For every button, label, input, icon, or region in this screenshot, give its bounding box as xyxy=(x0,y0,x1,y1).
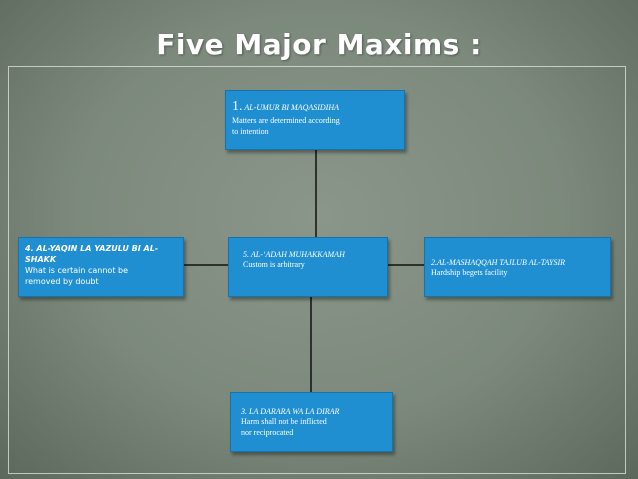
maxim-box-4: 4. AL-YAQIN LA YAZULU BI AL- SHAKK What … xyxy=(18,237,184,297)
maxim-2-heading: 2.AL-MASHAQQAH TAJLUB AL-TAYSIR xyxy=(431,258,565,267)
maxim-4-meaning-line1: What is certain cannot be xyxy=(25,266,128,275)
maxim-3-heading: 3. LA DARARA WA LA DIRAR xyxy=(241,407,340,416)
maxim-4-heading-line1: 4. AL-YAQIN LA YAZULU BI AL- xyxy=(25,244,159,253)
maxim-3-meaning-line2: nor reciprocated xyxy=(241,428,294,437)
maxim-5-heading: 5. AL-‘ADAH MUHAKKAMAH xyxy=(243,250,345,259)
maxim-box-2: 2.AL-MASHAQQAH TAJLUB AL-TAYSIR Hardship… xyxy=(424,237,611,297)
maxim-5-meaning: Custom is arbitrary xyxy=(243,260,305,269)
maxim-1-meaning-line1: Matters are determined according xyxy=(232,116,340,125)
maxim-3-meaning-line1: Harm shall not be inflicted xyxy=(241,417,327,426)
maxim-1-meaning-line2: to intention xyxy=(232,127,269,136)
maxim-2-meaning: Hardship begets facility xyxy=(431,268,508,277)
slide-frame xyxy=(8,66,626,474)
maxim-4-heading-line2: SHAKK xyxy=(25,255,57,264)
maxim-box-1: 1. AL-UMUR BI MAQASIDIHA Matters are det… xyxy=(225,90,405,150)
slide-title: Five Major Maxims : xyxy=(156,28,482,61)
maxim-box-5: 5. AL-‘ADAH MUHAKKAMAH Custom is arbitra… xyxy=(228,237,388,297)
maxim-1-number: 1. xyxy=(232,99,243,114)
maxim-4-meaning-line2: removed by doubt xyxy=(25,277,99,286)
maxim-box-3: 3. LA DARARA WA LA DIRAR Harm shall not … xyxy=(230,392,393,452)
maxim-1-heading: 1. AL-UMUR BI MAQASIDIHA xyxy=(232,99,339,114)
